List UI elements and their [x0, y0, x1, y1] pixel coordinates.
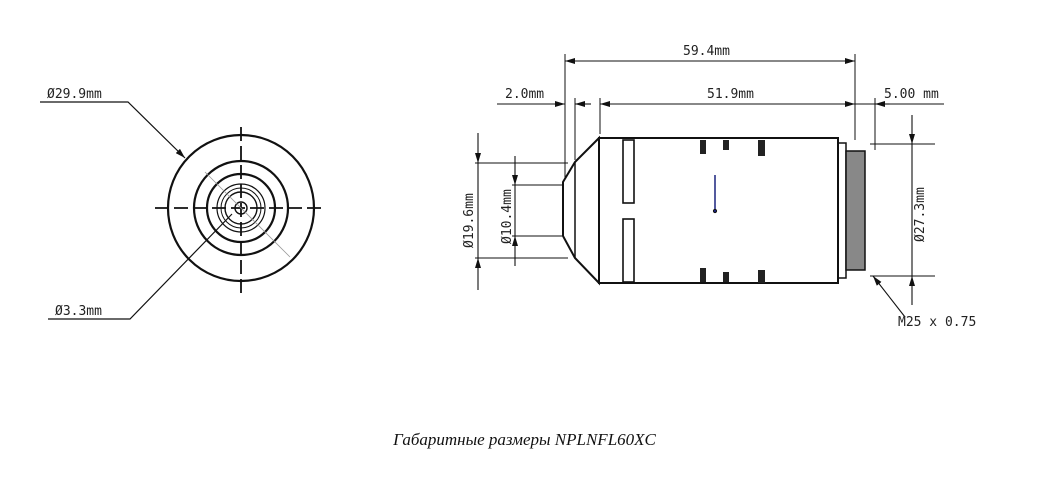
- body-markings: [700, 140, 765, 283]
- front-view: [40, 101, 326, 320]
- nose-tip-diameter-label: Ø10.4mm: [500, 189, 515, 244]
- thread-length-label: 5.00 mm: [884, 87, 939, 102]
- figure-caption: Габаритные размеры NPLNFL60XC: [393, 430, 656, 449]
- side-view: [475, 54, 944, 318]
- outer-diameter-label: Ø29.9mm: [47, 87, 102, 102]
- nose-outer-diameter-label: Ø19.6mm: [462, 193, 477, 248]
- total-length-label: 59.4mm: [683, 44, 730, 59]
- body-length-label: 51.9mm: [707, 87, 754, 102]
- inner-diameter-label: Ø3.3mm: [55, 304, 102, 319]
- thread-diameter-label: Ø27.3mm: [913, 187, 928, 242]
- thread-spec-label: M25 x 0.75: [898, 315, 976, 330]
- nose-length-label: 2.0mm: [505, 87, 544, 102]
